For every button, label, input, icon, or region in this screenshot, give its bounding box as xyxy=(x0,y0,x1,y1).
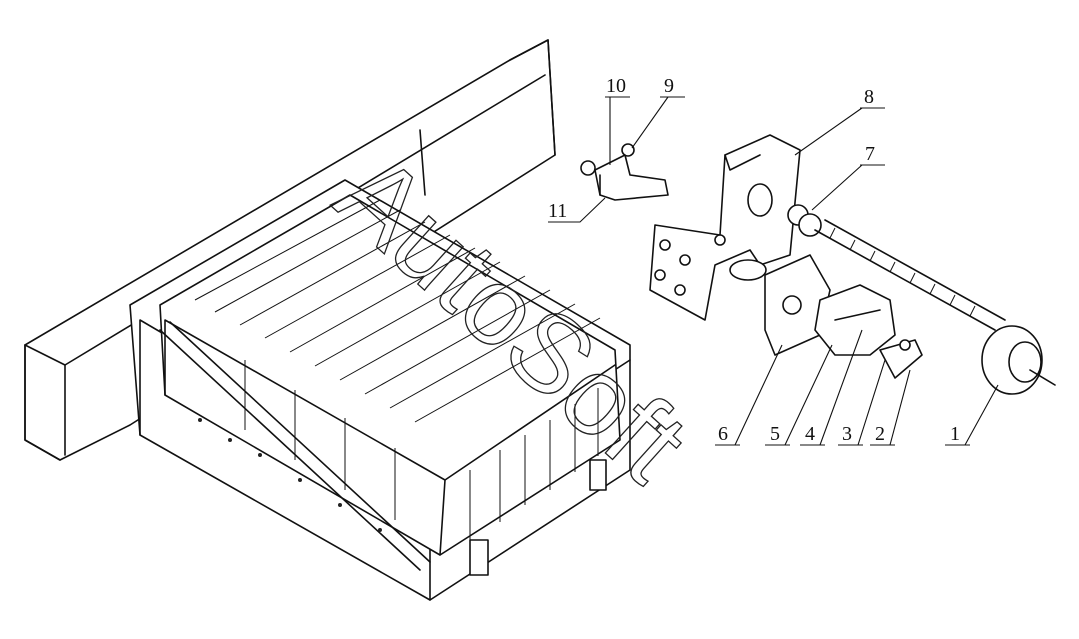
part-label-5: 5 xyxy=(770,423,780,445)
part-label-2: 2 xyxy=(875,423,885,445)
part-label-7: 7 xyxy=(865,143,875,165)
part-label-4: 4 xyxy=(805,423,815,445)
part-label-9: 9 xyxy=(664,75,674,97)
shaft-and-knob xyxy=(787,204,1056,395)
part-label-8: 8 xyxy=(864,86,874,108)
part-label-1: 1 xyxy=(950,423,960,445)
mounting-bracket xyxy=(649,134,801,321)
battery-switch xyxy=(814,284,923,379)
part-label-3: 3 xyxy=(842,423,852,445)
small-bracket xyxy=(580,143,669,201)
part-callouts: 10 9 11 8 7 6 5 4 3 2 1 xyxy=(548,75,999,446)
part-label-11: 11 xyxy=(548,200,567,222)
battery-box xyxy=(129,179,631,601)
part-label-10: 10 xyxy=(606,75,626,97)
part-label-6: 6 xyxy=(718,423,728,445)
